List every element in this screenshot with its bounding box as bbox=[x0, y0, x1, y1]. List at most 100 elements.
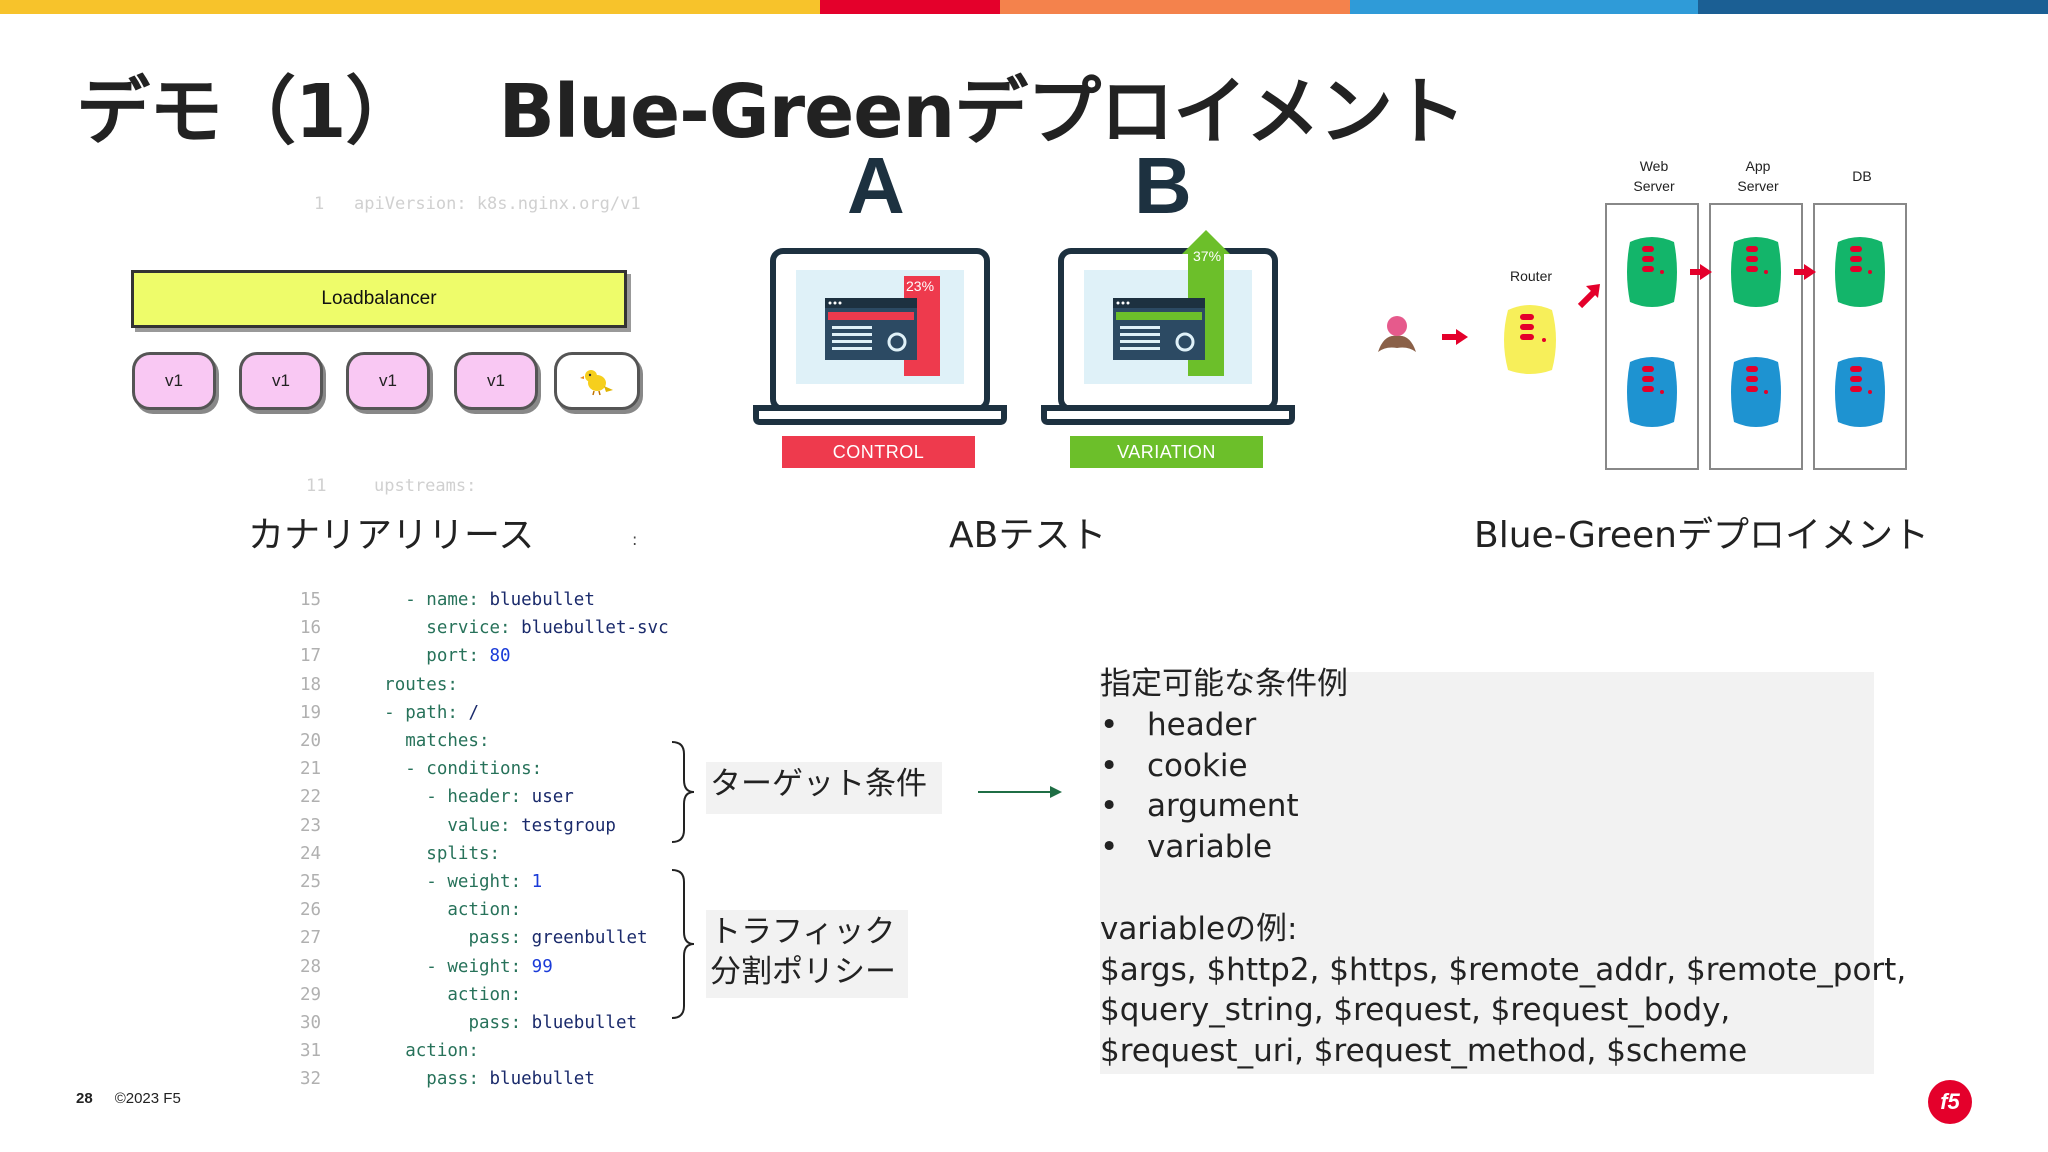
variation-percent: 37% bbox=[1193, 248, 1222, 264]
code-key: service: bbox=[426, 618, 522, 639]
code-indent bbox=[342, 1069, 426, 1089]
f5-logo-text: f5 bbox=[1940, 1089, 1960, 1114]
loadbalancer-box: Loadbalancer bbox=[131, 270, 627, 328]
arrow-user-router-icon bbox=[1442, 329, 1468, 345]
code-indent bbox=[342, 816, 447, 836]
page-number: 28 bbox=[76, 1090, 93, 1107]
ghost-code-top: apiVersion: k8s.nginx.org/v1 bbox=[354, 194, 641, 214]
variable-examples-heading: variableの例: bbox=[1100, 910, 1298, 947]
top-color-bar bbox=[0, 0, 2048, 14]
code-line-number: 19 bbox=[300, 702, 322, 723]
target-condition-brace-icon bbox=[671, 741, 695, 843]
code-value: bluebullet-svc bbox=[521, 618, 669, 639]
code-value: / bbox=[468, 702, 479, 723]
code-key: - path: bbox=[384, 702, 469, 723]
code-line: 15 - name: bluebullet bbox=[300, 586, 669, 614]
code-indent bbox=[342, 675, 384, 695]
code-line: 22 - header: user bbox=[300, 783, 669, 811]
traffic-policy-brace-icon bbox=[671, 869, 695, 1019]
arrow-right-icon bbox=[978, 786, 1062, 798]
code-value: user bbox=[531, 787, 574, 808]
code-indent bbox=[342, 703, 384, 723]
control-badge: CONTROL bbox=[782, 436, 975, 468]
code-indent bbox=[342, 759, 405, 779]
code-key: action: bbox=[447, 984, 522, 1005]
variation-badge: VARIATION bbox=[1070, 436, 1263, 468]
code-line-number: 15 bbox=[300, 590, 322, 610]
code-line: 16 service: bluebullet-svc bbox=[300, 614, 669, 642]
traffic-split-policy-callout: トラフィック 分割ポリシー bbox=[706, 910, 908, 998]
top-bar-segment-yellow bbox=[0, 0, 820, 14]
ghost-line-number-bottom: 11 bbox=[306, 476, 327, 496]
code-line-number: 21 bbox=[300, 759, 322, 780]
laptop-control-illustration bbox=[753, 248, 1007, 425]
code-line-number: 28 bbox=[300, 956, 322, 977]
code-line-number: 24 bbox=[300, 843, 322, 864]
code-key: matches: bbox=[405, 731, 490, 752]
code-line: 26 action: bbox=[300, 896, 669, 924]
code-key: value: bbox=[447, 815, 522, 836]
condition-header: header bbox=[1147, 706, 1257, 743]
code-indent bbox=[342, 900, 447, 920]
ab-test-label: ABテスト bbox=[949, 515, 1107, 556]
column-header-app-server: App Server bbox=[1737, 158, 1779, 194]
bullet: • bbox=[1100, 706, 1119, 743]
code-indent bbox=[342, 1013, 468, 1033]
code-indent bbox=[342, 1041, 405, 1061]
code-value: greenbullet bbox=[531, 928, 648, 949]
code-line-number: 16 bbox=[300, 618, 322, 639]
code-line: 24 splits: bbox=[300, 840, 669, 868]
code-indent bbox=[342, 957, 426, 977]
arrow-router-web-icon bbox=[1577, 284, 1600, 309]
bullet: • bbox=[1100, 788, 1119, 825]
code-line-number: 29 bbox=[300, 984, 322, 1005]
code-line: 20 matches: bbox=[300, 727, 669, 755]
top-bar-segment-orange bbox=[1000, 0, 1350, 14]
condition-item: • argument bbox=[1100, 786, 1906, 827]
code-line-number: 20 bbox=[300, 731, 322, 752]
laptop-variation-illustration bbox=[1041, 230, 1295, 425]
code-line-number: 32 bbox=[300, 1069, 322, 1090]
code-line-number: 31 bbox=[300, 1041, 322, 1062]
pod-v1: v1 bbox=[132, 352, 216, 410]
ghost-line-number-top: 1 bbox=[314, 194, 325, 214]
code-indent bbox=[342, 618, 426, 638]
code-line-number: 27 bbox=[300, 928, 322, 949]
arrow-app-db-icon bbox=[1794, 264, 1816, 280]
code-indent bbox=[342, 731, 405, 751]
conditions-panel: 指定可能な条件例 •header •cookie •argument •vari… bbox=[1100, 664, 1906, 1072]
bullet: • bbox=[1100, 829, 1119, 866]
code-line: 28 - weight: 99 bbox=[300, 953, 669, 981]
code-value: bluebullet bbox=[489, 1069, 595, 1090]
column-header-db: DB bbox=[1852, 168, 1872, 184]
slide-title: デモ（1）Blue-Greenデプロイメント bbox=[76, 52, 1467, 159]
code-key: pass: bbox=[468, 1013, 532, 1034]
target-condition-callout: ターゲット条件 bbox=[706, 762, 942, 814]
code-key: pass: bbox=[426, 1069, 490, 1090]
condition-item: • header bbox=[1100, 705, 1906, 746]
condition-argument: argument bbox=[1147, 788, 1299, 825]
stray-mark: : bbox=[632, 530, 638, 549]
code-indent bbox=[342, 590, 405, 610]
code-value: bluebullet bbox=[489, 590, 595, 610]
code-line: 23 value: testgroup bbox=[300, 812, 669, 840]
code-line-number: 25 bbox=[300, 872, 322, 893]
code-key: - weight: bbox=[426, 956, 532, 977]
column-header-web-server: Web Server bbox=[1633, 158, 1675, 194]
pod-v1: v1 bbox=[239, 352, 323, 410]
pod-v1: v1 bbox=[454, 352, 538, 410]
code-line: 21 - conditions: bbox=[300, 755, 669, 783]
code-line: 25 - weight: 1 bbox=[300, 868, 669, 896]
top-bar-segment-blue bbox=[1350, 0, 1698, 14]
f5-logo[interactable]: f5 bbox=[1928, 1080, 1972, 1124]
title-part-bluegreen: Blue-Greenデプロイメント bbox=[498, 69, 1467, 155]
code-value: bluebullet bbox=[531, 1013, 638, 1034]
ghost-code-bottom: upstreams: bbox=[374, 476, 477, 496]
conditions-heading: 指定可能な条件例 bbox=[1100, 666, 1348, 702]
code-line-number: 18 bbox=[300, 674, 322, 695]
bullet: • bbox=[1100, 747, 1119, 784]
condition-item: •variable bbox=[1100, 827, 1906, 868]
conditions-panel-background bbox=[1100, 672, 1874, 1074]
code-indent bbox=[342, 787, 426, 807]
